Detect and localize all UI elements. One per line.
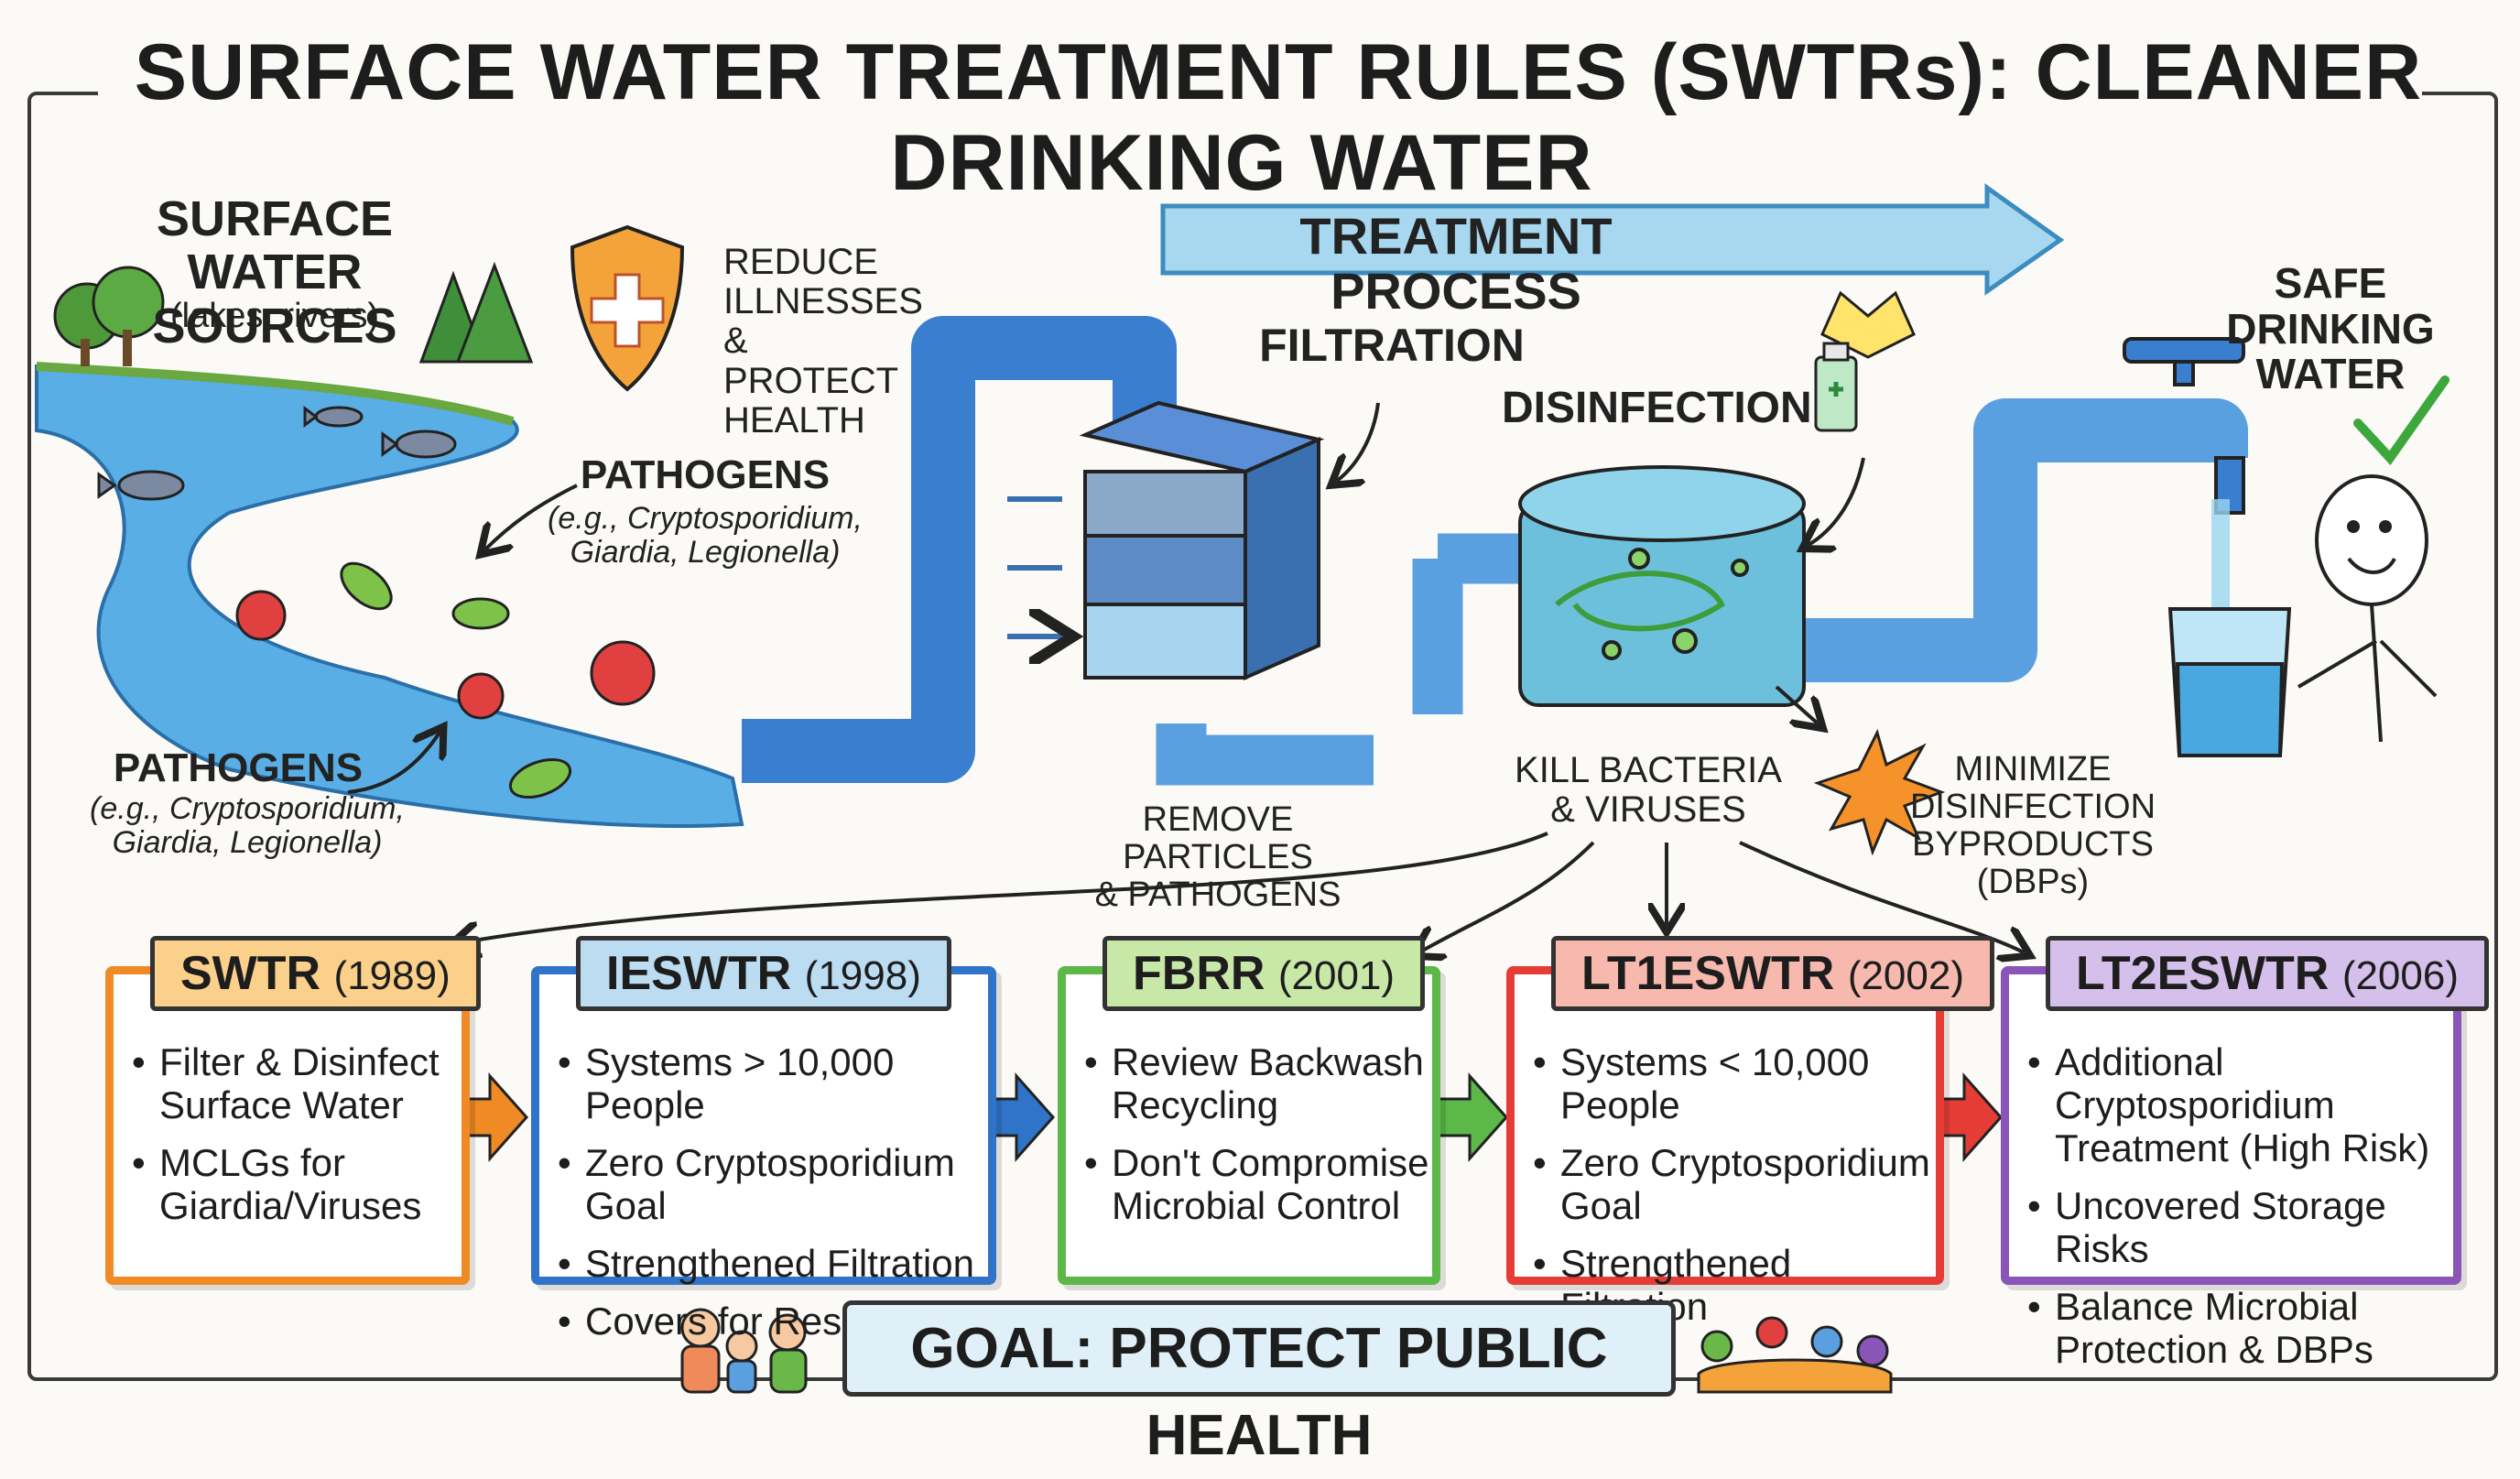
person-icon xyxy=(2297,474,2438,743)
rule-box-ieswtr: IESWTR (1998) Systems > 10,000 People Ze… xyxy=(531,936,996,1343)
filtration-label: FILTRATION xyxy=(1259,320,1525,371)
sources-sub: (lakes, rivers) xyxy=(169,297,380,335)
rule-item: Uncovered Storage Risks xyxy=(2027,1184,2453,1270)
pathogens-top-sub: (e.g., Cryptosporidium, Giardia, Legione… xyxy=(548,501,863,570)
rule-tab: FBRR (2001) xyxy=(1102,936,1426,1011)
rule-item: Zero Cryptosporidium Goal xyxy=(558,1141,988,1227)
pathogens-bottom-sub: (e.g., Cryptosporidium, Giardia, Legione… xyxy=(90,791,405,860)
pathogens-bottom-heading: PATHOGENS xyxy=(113,745,364,790)
goal-banner: GOAL: PROTECT PUBLIC HEALTH xyxy=(842,1300,1676,1467)
filter-unit xyxy=(1007,400,1325,681)
disinfection-caption: KILL BACTERIA & VIRUSES xyxy=(1515,750,1782,831)
rule-tab: SWTR (1989) xyxy=(150,936,481,1011)
rule-box-fbrr: FBRR (2001) Review Backwash Recycling Do… xyxy=(1058,936,1440,1285)
rule-item: Don't Compromise Microbial Control xyxy=(1084,1141,1432,1227)
safe-water-text: SAFE DRINKING WATER xyxy=(2226,259,2435,398)
rule-tab: LT2ESWTR (2006) xyxy=(2046,936,2489,1011)
check-icon xyxy=(2353,375,2449,465)
filtration-caption: REMOVE PARTICLES & PATHOGENS xyxy=(1094,800,1341,915)
rule-item: Strengthened Filtration xyxy=(558,1242,988,1285)
rule-item: Systems < 10,000 People xyxy=(1533,1040,1936,1126)
faucet-icon xyxy=(2123,337,2292,757)
fish-icons xyxy=(97,406,457,501)
pipes xyxy=(742,316,2248,786)
pathogen-icons xyxy=(235,561,656,799)
rule-item: MCLGs for Giardia/Viruses xyxy=(132,1141,462,1227)
burst-icon xyxy=(1813,728,1946,856)
rule-box-lt2eswtr: LT2ESWTR (2006) Additional Cryptosporidi… xyxy=(2001,936,2489,1371)
rule-item: Additional Cryptosporidium Treatment (Hi… xyxy=(2027,1040,2453,1169)
minimize-dbps-text: MINIMIZE DISINFECTION BYPRODUCTS (DBPs) xyxy=(1909,750,2156,902)
disinfection-tank xyxy=(1518,465,1806,707)
shield-icon xyxy=(570,224,685,392)
rule-item: Filter & Disinfect Surface Water xyxy=(132,1040,462,1126)
rule-item: Systems > 10,000 People xyxy=(558,1040,988,1126)
crowd-icon xyxy=(1697,1316,1893,1394)
river xyxy=(35,364,744,828)
sources-heading: SURFACE WATER SOURCES xyxy=(152,191,397,353)
chemical-bottle-icon xyxy=(1814,290,1916,432)
rule-tab: IESWTR (1998) xyxy=(576,936,951,1011)
rule-item: Review Backwash Recycling xyxy=(1084,1040,1432,1126)
rule-box-lt1eswtr: LT1ESWTR (2002) Systems < 10,000 People … xyxy=(1506,936,1994,1328)
treatment-process-label: TREATMENT PROCESS xyxy=(1299,207,1613,321)
rule-item: Balance Microbial Protection & DBPs xyxy=(2027,1285,2453,1371)
annotation-arrows xyxy=(347,402,2024,952)
trees-right xyxy=(418,261,534,364)
pathogens-top-heading: PATHOGENS xyxy=(580,452,831,497)
reduce-illnesses-text: REDUCE ILLNESSES & PROTECT HEALTH xyxy=(723,242,923,440)
rule-item: Zero Cryptosporidium Goal xyxy=(1533,1141,1936,1227)
rule-tab: LT1ESWTR (2002) xyxy=(1551,936,1994,1011)
trees-left xyxy=(53,266,165,366)
treatment-arrow xyxy=(1160,183,2065,296)
disinfection-label: DISINFECTION xyxy=(1502,384,1812,432)
rule-box-swtr: SWTR (1989) Filter & Disinfect Surface W… xyxy=(105,936,481,1285)
page-title: SURFACE WATER TREATMENT RULES (SWTRs): C… xyxy=(0,27,2520,209)
